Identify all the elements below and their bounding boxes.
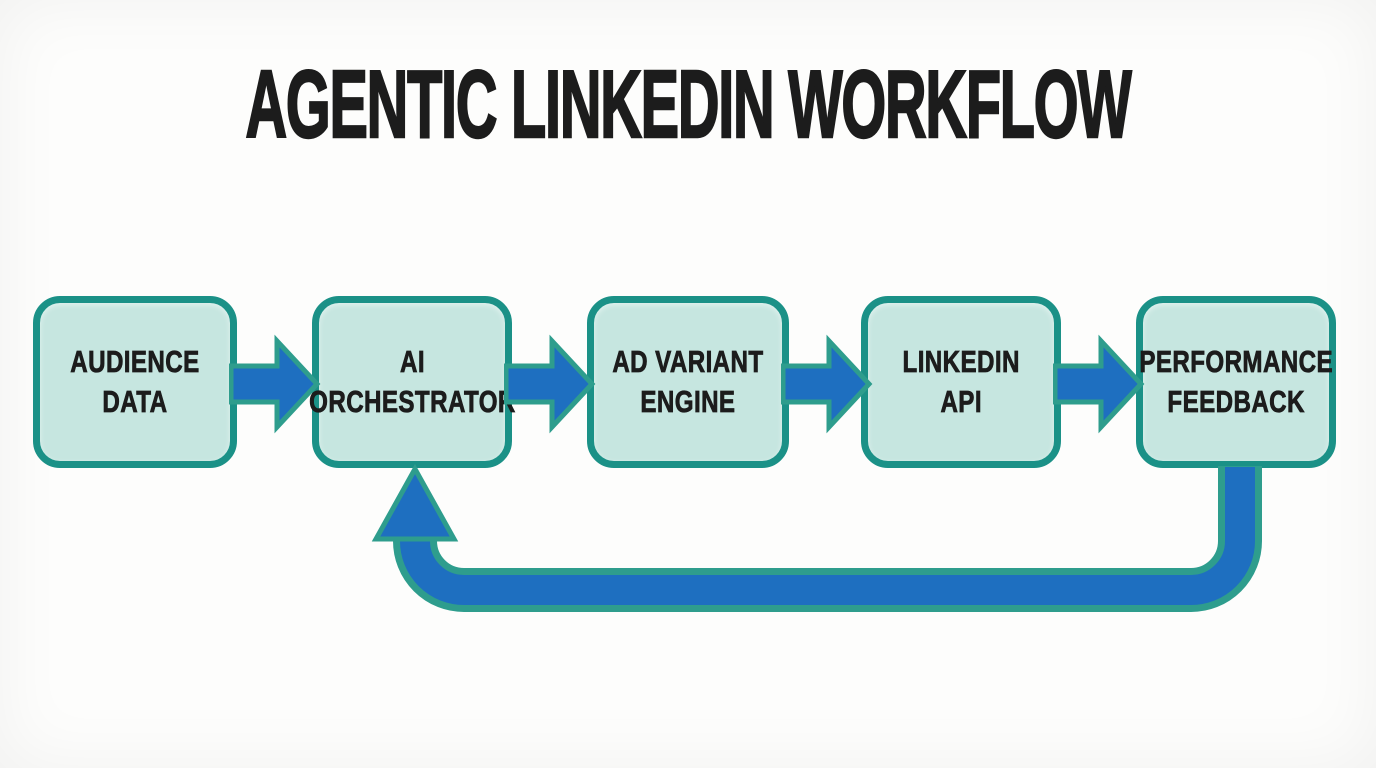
node-ai-orchestrator: AI ORCHESTRATOR xyxy=(308,296,515,468)
page-title: AGENTIC LINKEDIN WORKFLOW xyxy=(245,50,1133,159)
node-linkedin-api: LINKEDIN API xyxy=(861,296,1061,468)
arrow-right-icon xyxy=(229,334,321,434)
node-audience-data: AUDIENCE DATA xyxy=(33,296,237,468)
node-ai-orchestrator-label: AI ORCHESTRATOR xyxy=(308,344,516,420)
node-linkedin-api-label: LINKEDIN API xyxy=(902,344,1020,420)
arrow-right-icon xyxy=(781,334,873,434)
arrow-right-icon xyxy=(1053,334,1145,434)
node-performance-feedback: PERFORMANCE FEEDBACK xyxy=(1136,296,1336,468)
node-audience-data-label: AUDIENCE DATA xyxy=(70,344,200,420)
arrow-up-icon xyxy=(371,463,459,542)
node-ad-variant-engine: AD VARIANT ENGINE xyxy=(587,296,789,468)
arrow-right-icon xyxy=(504,334,596,434)
node-ad-variant-engine-label: AD VARIANT ENGINE xyxy=(612,344,764,420)
node-performance-feedback-label: PERFORMANCE FEEDBACK xyxy=(1139,344,1333,420)
